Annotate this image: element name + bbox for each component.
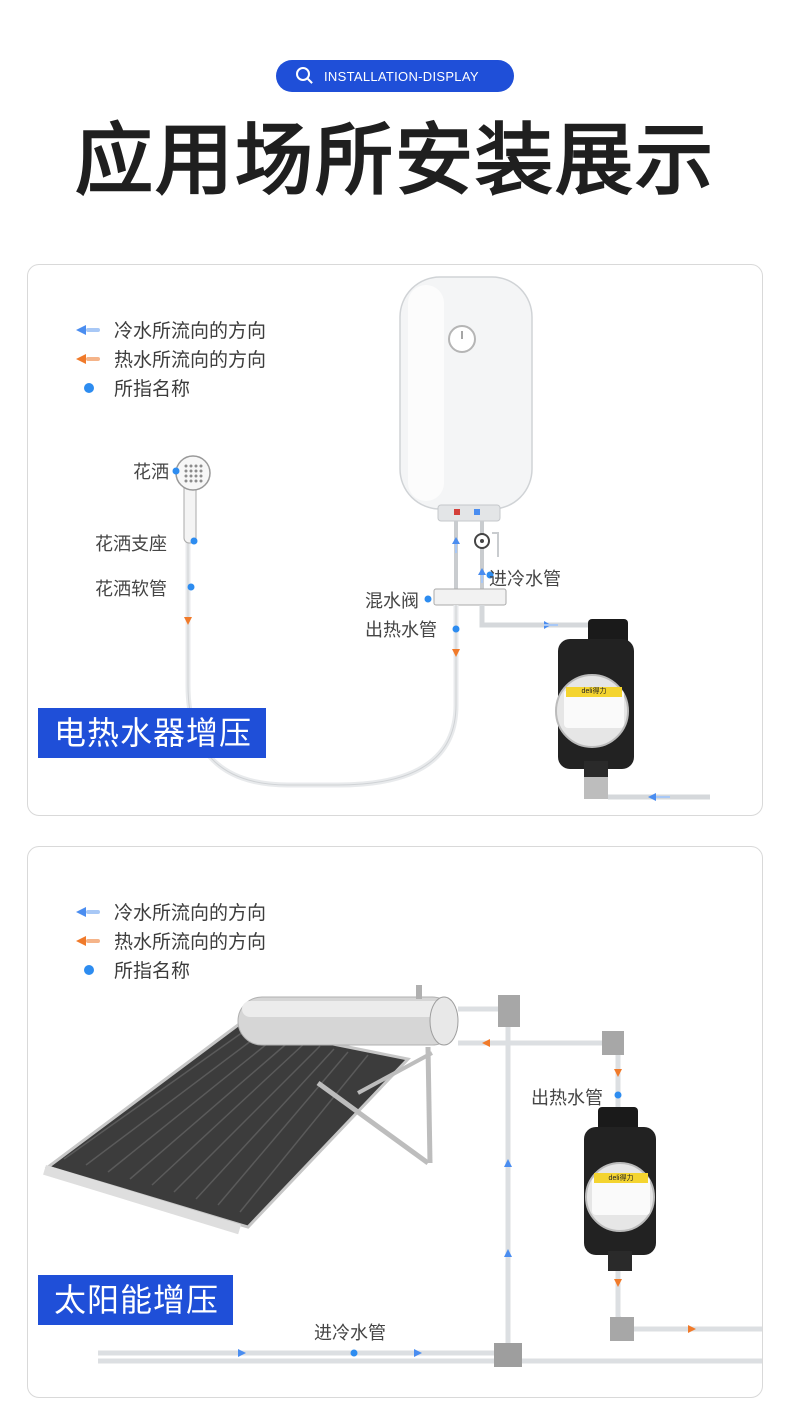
legend-cold-label: 冷水所流向的方向 [114, 902, 267, 924]
cold-arrow-icon [74, 320, 114, 340]
label-cold-in-pipe: 进冷水管 [314, 1323, 386, 1344]
label-mixing-valve: 混水阀 [365, 591, 419, 612]
pump-brand: deli得力 [609, 1173, 634, 1182]
page-title: 应用场所安装展示 [74, 116, 715, 206]
electric-heater-panel: deli得力 冷水所流向的方向 热水所流向的方向 所指名称 花洒 花洒支座 花洒… [27, 264, 763, 816]
label-shower-base: 花洒支座 [95, 534, 167, 555]
booster-pump [555, 619, 710, 801]
legend-point: 所指名称 [74, 373, 266, 402]
label-shower-hose: 花洒软管 [95, 579, 167, 600]
legend: 冷水所流向的方向 热水所流向的方向 所指名称 [74, 897, 266, 984]
legend-hot: 热水所流向的方向 [74, 926, 266, 955]
legend-point-label: 所指名称 [114, 960, 191, 982]
solar-heater-diagram: deli得力 [43, 985, 762, 1367]
badge-text: INSTALLATION-DISPLAY [324, 68, 479, 84]
legend: 冷水所流向的方向 热水所流向的方向 所指名称 [74, 315, 266, 402]
legend-cold: 冷水所流向的方向 [74, 315, 266, 344]
shower-head [172, 455, 211, 545]
solar-collector [43, 985, 459, 1235]
cold-arrow-icon [74, 902, 114, 922]
label-hot-out-pipe: 出热水管 [531, 1088, 603, 1109]
point-dot-icon [74, 960, 114, 980]
legend-point: 所指名称 [74, 955, 266, 984]
section-tag-electric: 电热水器增压 [38, 708, 267, 758]
legend-cold-label: 冷水所流向的方向 [114, 320, 267, 342]
legend-hot-label: 热水所流向的方向 [114, 931, 267, 953]
search-icon [296, 67, 310, 81]
legend-point-label: 所指名称 [114, 378, 191, 400]
solar-heater-panel: deli得力 冷水所流向的方向 热水所流向的方向 所指名称 出热水管 进冷水管 … [27, 846, 763, 1398]
hot-arrow-icon [74, 349, 114, 369]
electric-heater-diagram: deli得力 [172, 276, 710, 801]
pump-brand: deli得力 [582, 686, 607, 695]
installation-display-badge: INSTALLATION-DISPLAY [276, 60, 514, 92]
water-heater-tank [399, 276, 533, 522]
hot-arrow-icon [74, 931, 114, 951]
legend-cold: 冷水所流向的方向 [74, 897, 266, 926]
booster-pump [584, 1107, 656, 1271]
legend-hot-label: 热水所流向的方向 [114, 349, 267, 371]
label-hot-out-pipe: 出热水管 [365, 620, 437, 641]
point-dot-icon [74, 378, 114, 398]
label-cold-in-pipe: 进冷水管 [489, 569, 561, 590]
label-shower: 花洒 [133, 462, 169, 483]
section-tag-solar: 太阳能增压 [38, 1275, 234, 1325]
legend-hot: 热水所流向的方向 [74, 344, 266, 373]
